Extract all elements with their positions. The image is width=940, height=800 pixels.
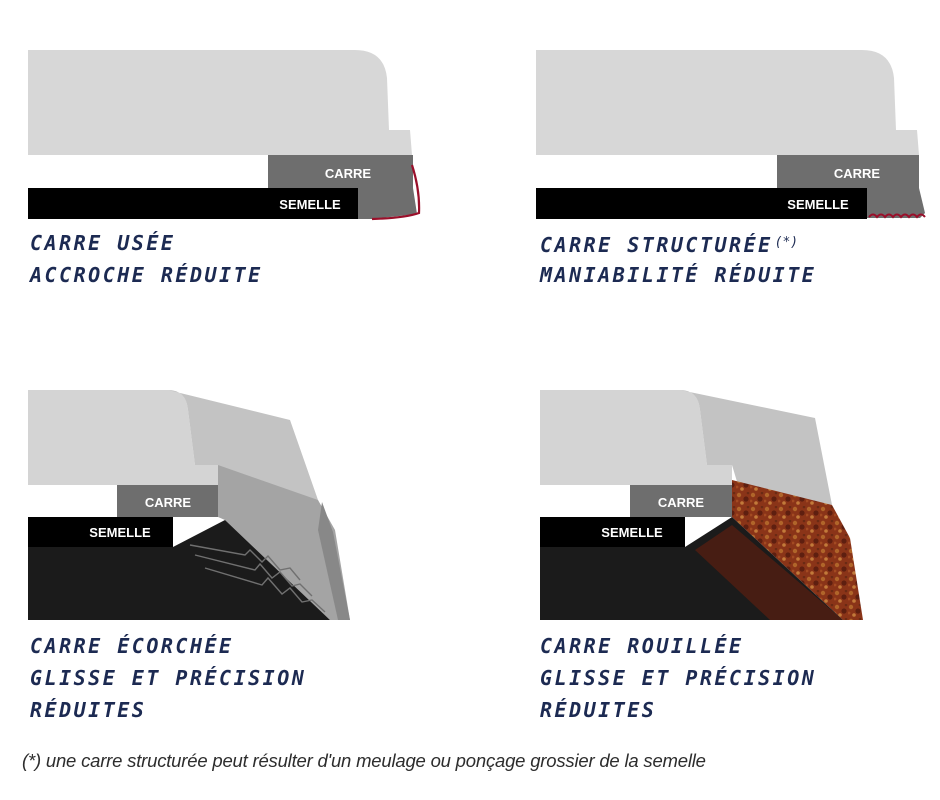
semelle-label: SEMELLE <box>787 197 849 212</box>
diagram-carre-structuree: CARRE SEMELLE <box>536 50 926 219</box>
semelle-block <box>28 188 358 219</box>
caption-line-1: CARRE STRUCTURÉE(*) <box>540 228 798 260</box>
semelle-block <box>536 188 867 219</box>
ski-body-top <box>540 390 732 485</box>
carre-label: CARRE <box>658 495 705 510</box>
rust-on-semelle <box>695 525 843 620</box>
semelle-label: SEMELLE <box>279 197 341 212</box>
carre-label: CARRE <box>325 166 372 181</box>
semelle-label: SEMELLE <box>89 525 151 540</box>
semelle-label: SEMELLE <box>601 525 663 540</box>
caption-line-1: CARRE ÉCORCHÉE <box>30 634 234 658</box>
wear-edge-line <box>371 164 421 221</box>
diagram-carre-ecorchee: CARRE SEMELLE <box>28 390 350 620</box>
caption-line-2: MANIABILITÉ RÉDUITE <box>540 263 817 287</box>
caption-line-2: GLISSE ET PRÉCISION <box>30 666 307 690</box>
footnote: (*) une carre structurée peut résulter d… <box>22 750 706 771</box>
ski-body <box>28 50 412 155</box>
carre-block <box>268 155 413 188</box>
footnote-marker: (*) <box>774 235 799 250</box>
scratch-marks <box>189 544 326 613</box>
ski-body-top <box>28 390 218 485</box>
carre-side-rusty <box>732 480 863 620</box>
ski-body <box>536 50 919 155</box>
carre-label: CARRE <box>834 166 881 181</box>
ski-body-side <box>680 390 832 505</box>
semelle-block <box>540 517 685 547</box>
diagram-carre-rouillee: CARRE SEMELLE <box>540 390 863 620</box>
carre-block <box>630 485 732 517</box>
caption-line-3: RÉDUITES <box>540 698 657 722</box>
caption-line-3: RÉDUITES <box>30 698 147 722</box>
carre-side <box>218 465 350 620</box>
caption-line-1: CARRE ROUILLÉE <box>540 634 744 658</box>
ski-body-side <box>168 390 318 500</box>
carre-structured-lower <box>867 188 925 218</box>
caption-line-2: ACCROCHE RÉDUITE <box>30 263 263 287</box>
carre-block <box>117 485 218 517</box>
caption-text: CARRE STRUCTURÉE <box>540 233 773 257</box>
caption-line-2: GLISSE ET PRÉCISION <box>540 666 817 690</box>
semelle-block <box>28 517 173 547</box>
carre-label: CARRE <box>145 495 192 510</box>
carre-side-strip <box>318 502 350 620</box>
structured-edge-line <box>868 213 926 219</box>
diagram-carre-usee: CARRE SEMELLE <box>28 50 421 221</box>
carre-worn-lower <box>358 188 417 219</box>
carre-block <box>777 155 919 188</box>
semelle-base <box>28 520 330 620</box>
caption-line-1: CARRE USÉE <box>30 231 176 255</box>
